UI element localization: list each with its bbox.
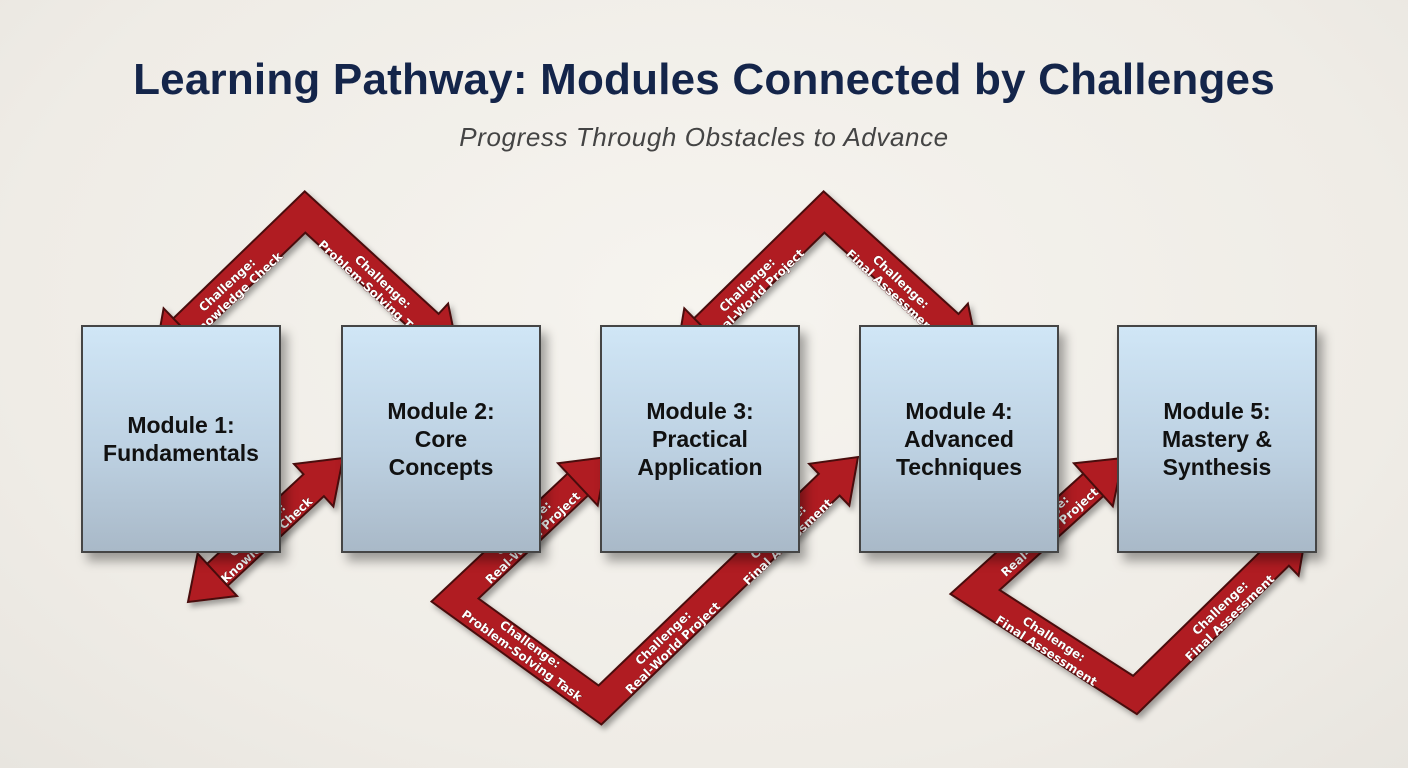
module-1-label: Module 1: Fundamentals [103, 412, 259, 466]
page-subtitle: Progress Through Obstacles to Advance [459, 122, 949, 152]
page-title: Learning Pathway: Modules Connected by C… [133, 55, 1275, 104]
module-5-box[interactable]: Module 5: Mastery & Synthesis [1117, 325, 1317, 553]
module-3-box[interactable]: Module 3: Practical Application [600, 325, 800, 553]
module-1-box[interactable]: Module 1: Fundamentals [81, 325, 281, 553]
challenge-label-final-assessment-top: Challenge:Final Assessment [843, 236, 949, 337]
module-3-label: Module 3: Practical Application [637, 398, 763, 480]
module-4-label: Module 4: Advanced Techniques [895, 398, 1023, 480]
module-2-box[interactable]: Module 2: Core Concepts [341, 325, 541, 553]
module-4-box[interactable]: Module 4: Advanced Techniques [859, 325, 1059, 553]
module-5-label: Module 5: Mastery & Synthesis [1162, 398, 1272, 480]
module-2-label: Module 2: Core Concepts [387, 398, 495, 480]
challenge-label-real-world-right: Challenge:Real-World Project [613, 589, 723, 697]
challenge-label-final-assessment-m5: Challenge:Final Assessment [1173, 562, 1278, 664]
